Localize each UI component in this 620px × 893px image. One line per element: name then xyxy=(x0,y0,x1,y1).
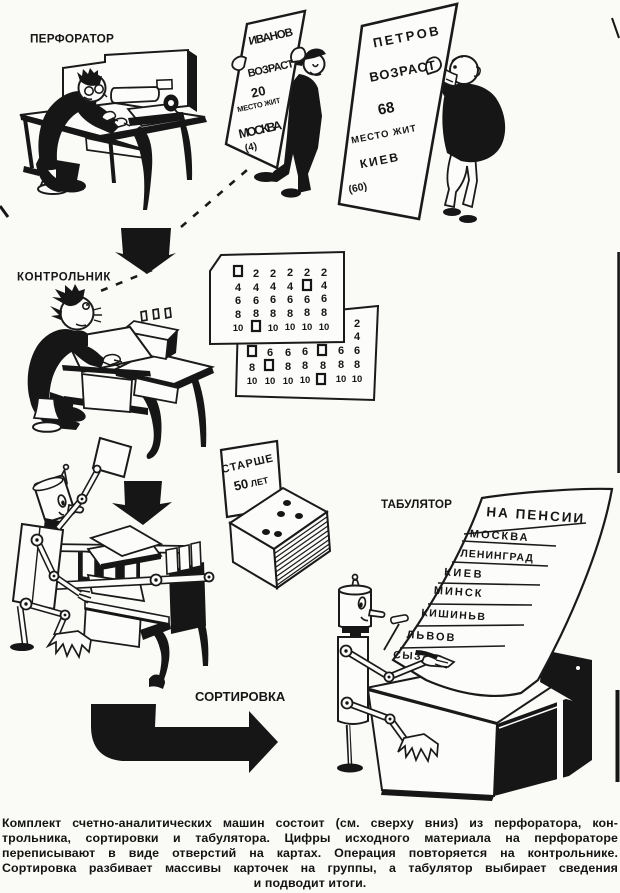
svg-text:20: 20 xyxy=(250,83,267,101)
svg-text:4: 4 xyxy=(287,281,294,293)
svg-text:6: 6 xyxy=(267,347,273,359)
svg-text:10: 10 xyxy=(268,323,279,334)
svg-text:4: 4 xyxy=(253,282,260,294)
svg-text:68: 68 xyxy=(376,99,396,119)
svg-text:НА ПЕНСИИ: НА ПЕНСИИ xyxy=(486,504,586,526)
svg-text:СОРТИРОВКА: СОРТИРОВКА xyxy=(195,689,286,704)
svg-text:КИШИНЬВ: КИШИНЬВ xyxy=(421,607,487,624)
svg-text:8: 8 xyxy=(304,307,310,319)
svg-text:МИНСК: МИНСК xyxy=(433,585,483,600)
svg-text:6: 6 xyxy=(253,295,259,307)
svg-text:8: 8 xyxy=(249,362,255,374)
svg-text:10: 10 xyxy=(265,376,276,387)
svg-text:2: 2 xyxy=(304,267,310,279)
svg-text:10: 10 xyxy=(319,322,330,333)
svg-text:6: 6 xyxy=(235,295,241,307)
svg-text:6: 6 xyxy=(285,347,291,359)
svg-text:8: 8 xyxy=(302,360,308,372)
svg-text:8: 8 xyxy=(287,308,293,320)
svg-text:10: 10 xyxy=(285,322,296,333)
svg-text:КОНТРОЛЬНИК: КОНТРОЛЬНИК xyxy=(17,272,111,284)
svg-text:(60): (60) xyxy=(348,181,369,196)
svg-text:8: 8 xyxy=(235,309,241,321)
svg-text:СЫЗ: СЫЗ xyxy=(393,649,423,663)
svg-text:4: 4 xyxy=(354,331,361,343)
svg-text:6: 6 xyxy=(354,345,360,357)
svg-text:2: 2 xyxy=(287,267,293,279)
svg-text:6: 6 xyxy=(338,345,344,357)
svg-text:2: 2 xyxy=(321,267,327,279)
svg-text:(4): (4) xyxy=(244,141,258,154)
svg-text:8: 8 xyxy=(320,360,326,372)
svg-text:6: 6 xyxy=(321,293,327,305)
svg-text:10: 10 xyxy=(302,322,313,333)
svg-text:ТАБУЛЯТОР: ТАБУЛЯТОР xyxy=(381,498,452,511)
svg-text:10: 10 xyxy=(300,375,311,386)
svg-text:2: 2 xyxy=(270,268,276,280)
svg-text:8: 8 xyxy=(270,308,276,320)
svg-text:4: 4 xyxy=(321,280,328,292)
svg-text:10: 10 xyxy=(352,374,363,385)
svg-text:10: 10 xyxy=(247,376,258,387)
svg-text:10: 10 xyxy=(283,376,294,387)
svg-text:6: 6 xyxy=(270,294,276,306)
svg-text:8: 8 xyxy=(354,359,360,371)
svg-text:КИЕВ: КИЕВ xyxy=(444,566,485,581)
svg-text:4: 4 xyxy=(235,282,242,294)
svg-text:4: 4 xyxy=(270,281,277,293)
svg-text:6: 6 xyxy=(304,294,310,306)
svg-text:8: 8 xyxy=(321,307,327,319)
svg-text:8: 8 xyxy=(285,361,291,373)
svg-text:6: 6 xyxy=(287,294,293,306)
svg-text:ПЕРФОРАТОР: ПЕРФОРАТОР xyxy=(30,32,114,46)
svg-text:ЛЕНИНГРАД: ЛЕНИНГРАД xyxy=(460,547,534,564)
svg-text:ЛЬВОВ: ЛЬВОВ xyxy=(406,629,457,644)
svg-text:8: 8 xyxy=(338,359,344,371)
svg-text:10: 10 xyxy=(336,374,347,385)
svg-text:2: 2 xyxy=(354,318,360,330)
svg-text:МОСКВА: МОСКВА xyxy=(469,528,529,544)
svg-text:2: 2 xyxy=(253,268,259,280)
svg-text:8: 8 xyxy=(253,308,259,320)
svg-text:6: 6 xyxy=(302,346,308,358)
svg-text:10: 10 xyxy=(233,323,244,334)
